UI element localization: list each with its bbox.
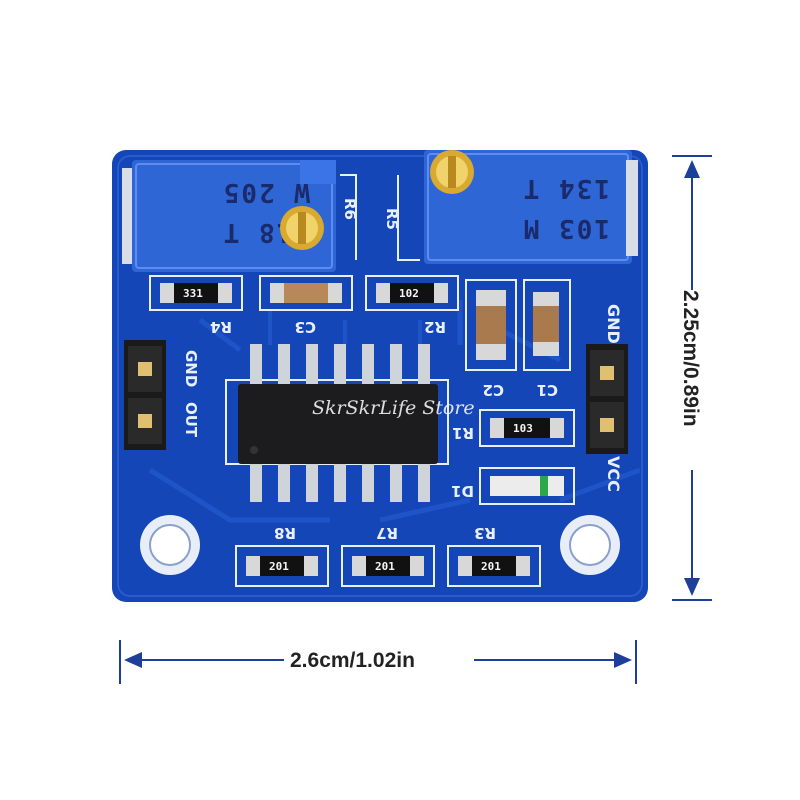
ic-pin	[418, 462, 430, 502]
label-out: OUT	[182, 402, 200, 438]
mounting-hole-right	[560, 515, 620, 575]
label-r5: R5	[383, 208, 401, 230]
svg-text:134 T: 134 T	[522, 173, 610, 203]
resistor-r3: 201	[447, 545, 541, 587]
ic-pin	[334, 344, 346, 386]
height-dimension: 2.25cm/0.89in	[672, 155, 712, 601]
label-r4: R4	[210, 318, 232, 336]
ic-pin	[390, 462, 402, 502]
label-gnd-left: GND	[182, 350, 200, 387]
label-r2: R2	[424, 318, 446, 336]
label-r3: R3	[474, 524, 496, 542]
label-gnd-right: GND	[604, 304, 623, 344]
ic-pin	[362, 462, 374, 502]
capacitor-c3	[259, 275, 353, 311]
store-watermark: SkrSkrLife Store	[312, 397, 475, 419]
adjust-screw-left	[280, 206, 324, 250]
ic-pin	[418, 344, 430, 386]
ic-pin	[334, 462, 346, 502]
pcb-board: 118 T W 205 103 M 134 T R6 R5	[112, 150, 648, 602]
adjust-screw-right	[430, 150, 474, 194]
ic-pin	[362, 344, 374, 386]
diode-d1	[479, 467, 575, 505]
resistor-r1: 103	[479, 409, 575, 447]
svg-text:102: 102	[399, 287, 419, 300]
svg-text:201: 201	[481, 560, 501, 573]
pin-header-left[interactable]	[124, 340, 166, 450]
ic-chip	[225, 344, 449, 502]
potentiometer-left: 118 T W 205	[122, 160, 336, 272]
label-r7: R7	[376, 524, 398, 542]
svg-text:103 M: 103 M	[522, 213, 610, 243]
ic-pin	[278, 344, 290, 386]
capacitor-c1	[523, 279, 571, 371]
label-vcc: VCC	[604, 456, 623, 492]
svg-text:103: 103	[513, 422, 533, 435]
svg-text:331: 331	[183, 287, 203, 300]
ic-pin	[250, 344, 262, 386]
ic-pin	[306, 462, 318, 502]
resistor-r4: 331	[149, 275, 243, 311]
ic-pin	[306, 344, 318, 386]
ic-pin	[390, 344, 402, 386]
ic-pin	[278, 462, 290, 502]
svg-text:201: 201	[375, 560, 395, 573]
height-label: 2.25cm/0.89in	[679, 290, 702, 427]
label-c2: C2	[483, 381, 504, 399]
label-d1: D1	[451, 482, 474, 500]
svg-text:201: 201	[269, 560, 289, 573]
pin-header-right[interactable]	[586, 344, 628, 454]
resistor-r7: 201	[341, 545, 435, 587]
width-dimension: 2.6cm/1.02in	[119, 640, 637, 684]
resistor-r8: 201	[235, 545, 329, 587]
label-c3: C3	[295, 318, 316, 336]
mounting-hole-left	[140, 515, 200, 575]
ic-pin	[250, 462, 262, 502]
potentiometer-right: 103 M 134 T	[424, 150, 638, 264]
capacitor-c2	[465, 279, 517, 371]
svg-text:W 205: W 205	[222, 177, 310, 207]
label-r6: R6	[341, 198, 359, 220]
label-r1: R1	[452, 424, 474, 442]
width-label: 2.6cm/1.02in	[290, 649, 415, 672]
resistor-r2: 102	[365, 275, 459, 311]
label-r8: R8	[274, 524, 296, 542]
label-c1: C1	[537, 381, 558, 399]
